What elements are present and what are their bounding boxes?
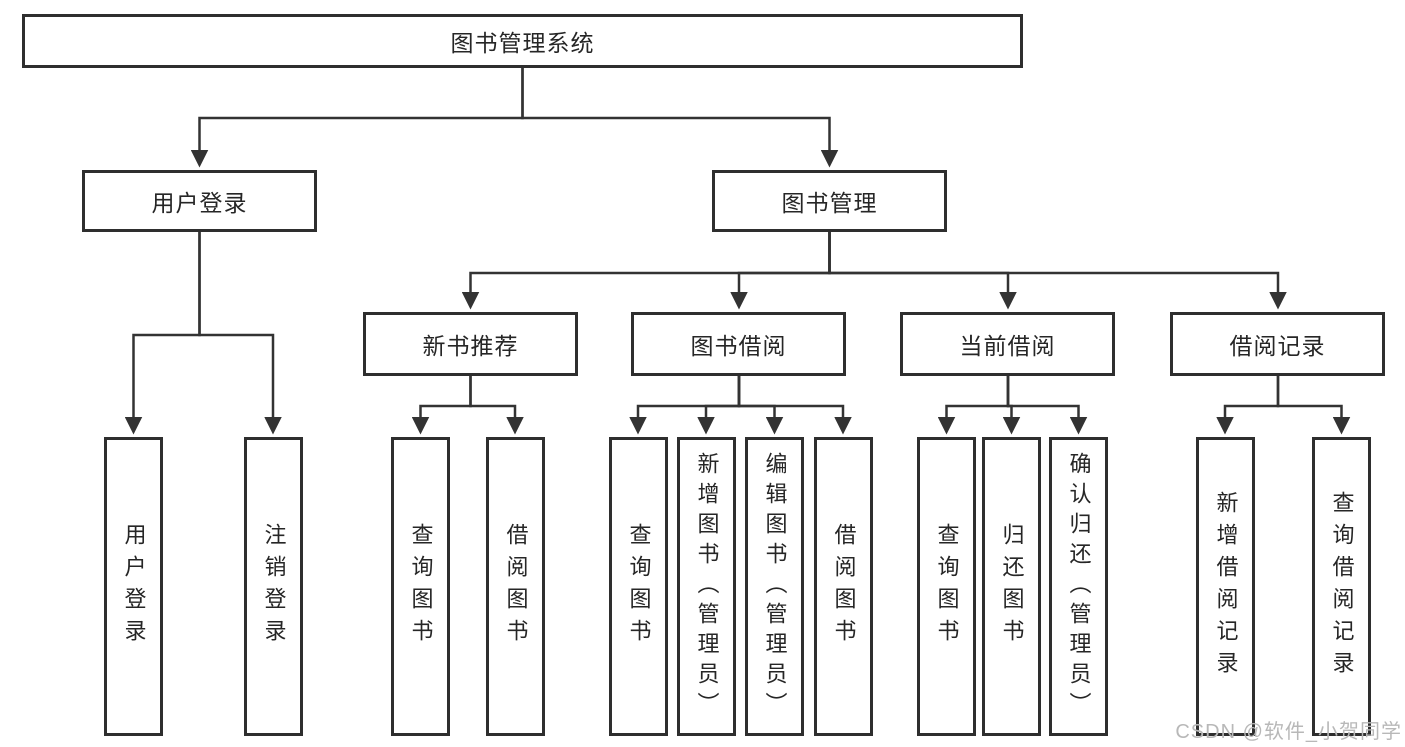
node-borrowing-records: 借阅记录 [1170,312,1385,376]
leaf-logout-login: 注销登录 [244,437,303,736]
leaf-query-book-borrowing: 查询图书 [609,437,668,736]
csdn-watermark: CSDN @软件_小贺同学 [1175,721,1402,743]
node-book-borrowing: 图书借阅 [631,312,846,376]
leaf-add-book-admin: 新增图书（管理员） [677,437,736,736]
node-book-management: 图书管理 [712,170,947,232]
leaf-edit-book-admin: 编辑图书（管理员） [745,437,804,736]
leaf-query-book-current: 查询图书 [917,437,976,736]
node-user-login: 用户登录 [82,170,317,232]
leaf-return-book: 归还图书 [982,437,1041,736]
leaf-borrow-book-borrowing: 借阅图书 [814,437,873,736]
leaf-query-book-recommend: 查询图书 [391,437,450,736]
leaf-borrow-book-recommend: 借阅图书 [486,437,545,736]
node-root-system: 图书管理系统 [22,14,1023,68]
leaf-confirm-return-admin: 确认归还（管理员） [1049,437,1108,736]
node-current-borrowing: 当前借阅 [900,312,1115,376]
node-new-book-recommend: 新书推荐 [363,312,578,376]
leaf-query-borrow-record: 查询借阅记录 [1312,437,1371,736]
leaf-add-borrow-record: 新增借阅记录 [1196,437,1255,736]
leaf-user-login: 用户登录 [104,437,163,736]
